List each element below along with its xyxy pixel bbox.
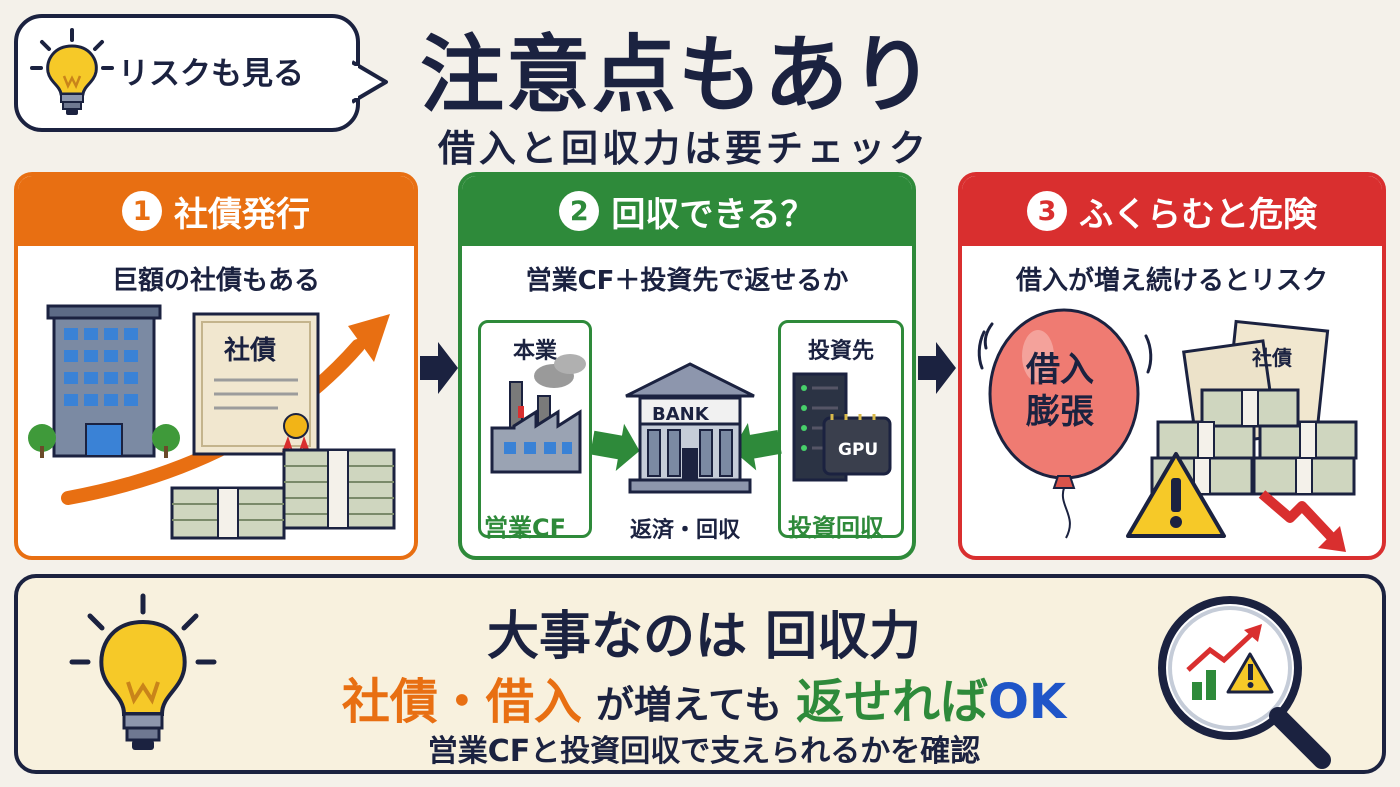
arrow-right-icon [918, 342, 956, 394]
bank-icon [625, 362, 755, 494]
money-stack-icon [170, 448, 396, 540]
balloon-icon [977, 308, 1153, 539]
bond-loan-text: 社債・借入 [341, 674, 582, 730]
cashflow-illustration [490, 354, 892, 494]
money-stack-icon [1150, 319, 1358, 496]
increase-text: が増えても [595, 683, 783, 727]
lightbulb-icon [30, 28, 114, 115]
server-icon [792, 372, 892, 482]
panel-title: 回収できる？ [611, 194, 815, 235]
panel-header: 1 社債発行 [18, 176, 414, 246]
step-number: 2 [559, 191, 600, 231]
page-subtitle: 借入と回収力は要チェック [438, 127, 930, 170]
panel-subtitle: 借入が増え続けるとリスク [1015, 266, 1328, 296]
summary-line-3: 営業CFと投資回収で支えられるかを確認 [427, 734, 981, 769]
arrow-left-icon [732, 423, 782, 471]
arrow-right-icon [420, 342, 458, 394]
risk-illustration [977, 308, 1358, 552]
investment-label: 投資先 [807, 339, 874, 364]
certificate-icon [192, 312, 320, 456]
balloon-label-2: 膨張 [1026, 392, 1094, 432]
factory-icon [490, 354, 586, 474]
bank-label: BANK [652, 404, 709, 425]
panel-header: 2 回収できる？ [462, 176, 912, 246]
bubble-text: リスクも見る [118, 56, 304, 92]
arrow-right-icon [590, 423, 640, 472]
panel-repayment-check: 2 回収できる？ 営業CF＋投資先で返せるか 本業 投資先 [458, 172, 916, 560]
certificate-label: 社債 [224, 336, 277, 366]
speech-bubble-tail [352, 60, 388, 104]
summary-title: 大事なのは 回収力 [486, 607, 922, 667]
core-business-label: 本業 [512, 339, 557, 364]
magnifier-icon [1158, 596, 1331, 769]
summary-box: 大事なのは 回収力 社債・借入が増えても返せればOK 営業CFと投資回収で支えら… [14, 574, 1386, 774]
certificate-label: 社債 [1252, 346, 1292, 370]
panel-title: 社債発行 [174, 194, 310, 235]
bond-illustration [28, 304, 396, 540]
investment-return-caption: 投資回収 [788, 514, 884, 542]
panel-header: 3 ふくらむと危険 [962, 176, 1382, 246]
step-number: 3 [1027, 191, 1067, 231]
panel-title: ふくらむと危険 [1079, 194, 1317, 235]
summary-line-2: 社債・借入が増えても返せればOK [18, 662, 1390, 732]
panel-subtitle: 営業CF＋投資先で返せるか [525, 266, 849, 296]
warning-icon [1126, 452, 1226, 538]
panel-subtitle: 巨額の社債もある [111, 266, 320, 296]
gpu-label: GPU [838, 440, 879, 460]
panel-debt-risk: 3 ふくらむと危険 借入が増え続けるとリスク [958, 172, 1386, 560]
building-icon [28, 304, 180, 458]
repayment-caption: 返済・回収 [630, 518, 741, 543]
panel-bond-issuance: 1 社債発行 巨額の社債もある [14, 172, 418, 560]
step-number: 1 [122, 191, 162, 231]
lightbulb-icon [69, 593, 217, 750]
ok-text: OK [988, 674, 1067, 730]
page-title: 注意点もあり [420, 26, 937, 124]
repay-text: 返せれば [796, 674, 989, 730]
balloon-label-1: 借入 [1026, 350, 1094, 390]
operating-cf-caption: 営業CF [484, 514, 567, 542]
